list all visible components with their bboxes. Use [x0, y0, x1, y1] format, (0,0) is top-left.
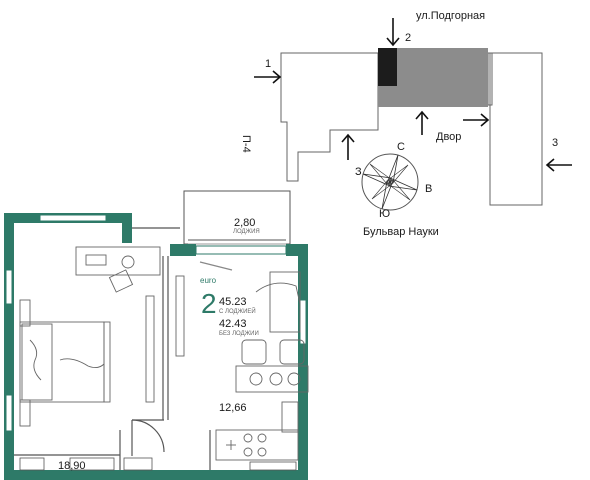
kitchen-furniture	[215, 271, 309, 461]
loggia-area: 2,80	[234, 217, 256, 229]
building-west-outline	[280, 52, 379, 182]
entrance-label-3: 3	[552, 137, 559, 149]
room-count: 2	[201, 288, 217, 319]
entrance-label-2: 2	[405, 32, 412, 44]
arrow-icon	[463, 113, 490, 127]
entrance-arrows	[254, 18, 572, 172]
apartment-type: euro	[200, 276, 217, 285]
compass-south: Ю	[379, 208, 391, 220]
entrance-label-1: 1	[265, 58, 272, 70]
compass-north: С	[397, 141, 405, 153]
building-section-selected	[378, 48, 396, 86]
loggia-caption: ЛОДЖИЯ	[233, 229, 260, 235]
yard-label: Двор	[436, 131, 462, 143]
arrow-icon	[386, 18, 400, 47]
arrow-icon	[545, 158, 572, 172]
windows	[5, 214, 307, 432]
street-bottom-label: Бульвар Науки	[363, 226, 439, 238]
street-top-label: ул.Подгорная	[416, 10, 486, 22]
compass-west: З	[355, 166, 362, 178]
building-code-label: П-4	[240, 135, 252, 153]
area-without-loggia: 42.43	[219, 318, 247, 330]
partitions	[14, 227, 233, 470]
radiators	[19, 457, 297, 471]
compass-icon	[361, 153, 419, 211]
area-without-loggia-caption: БЕЗ ЛОДЖИИ	[219, 331, 259, 337]
arrow-icon	[254, 70, 282, 84]
building-east-outline	[489, 52, 543, 206]
area-with-loggia-caption: С ЛОДЖИЕЙ	[219, 309, 256, 315]
kitchen-area: 12,66	[219, 402, 247, 414]
arrow-icon	[341, 133, 355, 160]
compass-east: В	[425, 183, 433, 195]
bedroom-furniture	[19, 246, 185, 427]
loggia	[183, 190, 291, 245]
area-with-loggia: 45.23	[219, 296, 247, 308]
bedroom-area: 18,90	[58, 460, 86, 472]
arrow-icon	[415, 110, 429, 135]
